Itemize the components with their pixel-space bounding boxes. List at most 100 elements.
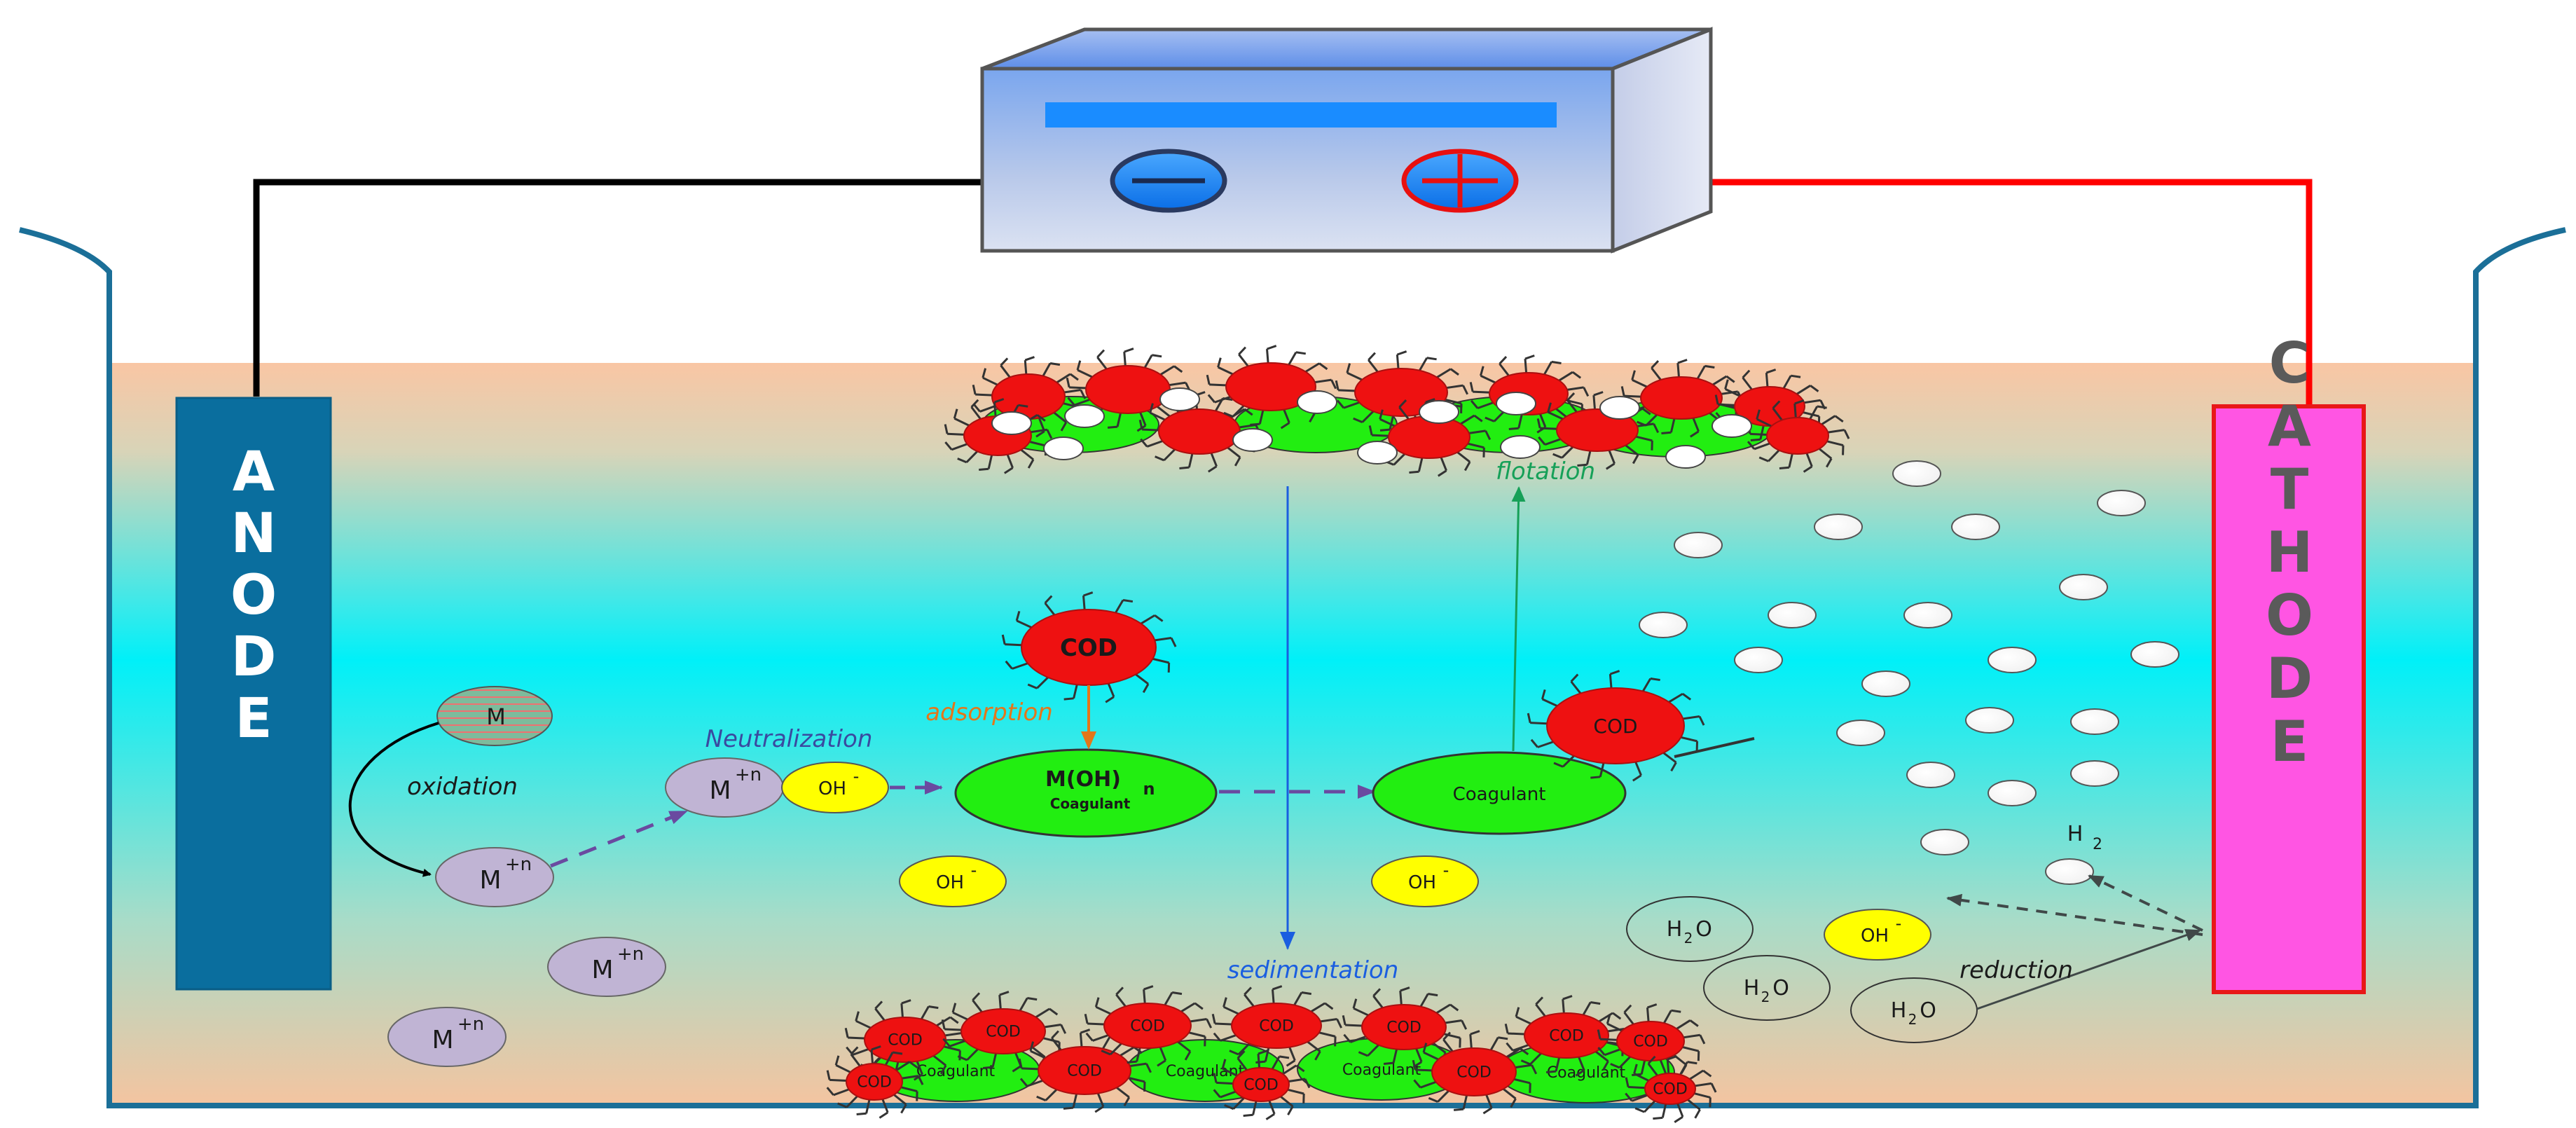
battery-label-strip <box>1045 102 1557 128</box>
svg-text:M(OH): M(OH) <box>1045 767 1121 792</box>
gas-bubble <box>1814 514 1863 540</box>
svg-text:O: O <box>1772 976 1789 1000</box>
hydroxide-ion: OH- <box>781 762 889 813</box>
svg-text:COD: COD <box>888 1032 923 1050</box>
svg-text:OH: OH <box>1861 926 1889 947</box>
svg-text:O: O <box>1695 917 1712 942</box>
svg-text:+n: +n <box>735 764 762 785</box>
svg-text:COD: COD <box>1549 1028 1584 1045</box>
reduction-arrow <box>1976 929 2201 1010</box>
gas-bubble <box>1674 532 1723 558</box>
metal-ion: M+n <box>665 757 784 818</box>
gas-bubble <box>1906 762 1955 788</box>
cod-particle <box>1747 399 1850 473</box>
svg-text:H: H <box>1667 917 1683 942</box>
gas-bubble <box>1297 390 1337 414</box>
svg-text:-: - <box>971 860 977 880</box>
svg-text:2: 2 <box>1761 989 1770 1005</box>
gas-bubble <box>2070 708 2119 735</box>
gas-bubble <box>1496 392 1536 415</box>
positive-wire <box>1516 179 2313 406</box>
svg-text:COD: COD <box>1259 1018 1294 1036</box>
gas-bubble <box>1419 400 1459 424</box>
gas-bubble <box>1903 602 1952 628</box>
svg-text:COD: COD <box>1060 634 1117 662</box>
oxidation-label: oxidation <box>407 773 518 801</box>
gas-bubble <box>1861 670 1910 697</box>
neutralization-label: Neutralization <box>705 725 873 753</box>
svg-text:OH: OH <box>1408 872 1436 893</box>
svg-text:2: 2 <box>1684 930 1693 947</box>
svg-text:H: H <box>1891 998 1907 1023</box>
cod-particle: COD <box>1625 1055 1717 1123</box>
svg-text:H: H <box>1744 976 1760 1000</box>
cod-particle: COD <box>1597 1003 1706 1080</box>
svg-text:-: - <box>1443 860 1449 880</box>
cod-particle: COD <box>1018 1029 1152 1113</box>
metal-ion: M+n <box>435 847 554 907</box>
adsorption-label: adsorption <box>925 699 1053 727</box>
svg-text:+n: +n <box>505 854 532 875</box>
svg-text:M: M <box>591 956 613 984</box>
svg-text:Coagulant: Coagulant <box>1050 795 1131 812</box>
svg-text:Coagulant: Coagulant <box>1342 1061 1421 1079</box>
svg-text:COD: COD <box>1130 1018 1165 1036</box>
cod-particle: COD <box>941 991 1067 1073</box>
cod-particle: COD <box>1504 995 1630 1077</box>
metal-ion: M+n <box>547 937 666 997</box>
svg-text:Coagulant: Coagulant <box>916 1063 996 1080</box>
hydrogen-label: H 2 <box>2067 822 2102 853</box>
svg-text:2: 2 <box>1908 1011 1917 1028</box>
svg-text:+n: +n <box>457 1014 484 1035</box>
hydroxide-ion: OH- <box>899 855 1007 907</box>
cod-tail <box>1674 737 1755 758</box>
svg-text:OH: OH <box>818 778 846 799</box>
svg-text:M: M <box>709 776 731 805</box>
coagulant-floc: Coagulant <box>1372 751 1627 835</box>
gas-bubble <box>1599 396 1640 420</box>
to-hydroxide-dashed-arrow <box>1946 893 2203 936</box>
svg-text:-: - <box>1896 914 1902 933</box>
positive-terminal <box>1401 149 1519 213</box>
ion-migration-arrow <box>550 809 688 868</box>
svg-text:M: M <box>486 703 506 730</box>
gas-bubble <box>1043 436 1084 460</box>
gas-bubble <box>1711 414 1752 438</box>
gas-bubble <box>2070 760 2119 787</box>
flotation-arrow <box>1511 486 1526 752</box>
svg-text:COD: COD <box>1653 1081 1688 1099</box>
svg-text:O: O <box>1920 998 1936 1023</box>
svg-text:n: n <box>1143 779 1155 799</box>
hydroxide-ion: OH- <box>1824 909 1931 961</box>
flotation-label: flotation <box>1496 458 1595 486</box>
cod-particle: COD <box>826 1045 924 1119</box>
svg-text:M: M <box>479 866 501 895</box>
gas-bubble <box>2059 574 2108 600</box>
svg-text:COD: COD <box>1244 1077 1279 1094</box>
gas-bubble <box>2130 641 2179 668</box>
cod-particle: COD <box>1527 670 1705 782</box>
svg-text:Coagulant: Coagulant <box>1166 1063 1245 1080</box>
gas-bubble <box>1064 404 1105 428</box>
gas-bubble <box>1988 780 2037 806</box>
svg-text:COD: COD <box>986 1024 1021 1041</box>
negative-terminal <box>1110 149 1227 213</box>
gas-bubble <box>2045 858 2094 885</box>
gas-bubble <box>1965 707 2014 734</box>
gas-bubble <box>1665 445 1706 469</box>
oxidation-arrow <box>348 722 439 877</box>
svg-text:H: H <box>2067 822 2083 846</box>
metal-ion: M+n <box>387 1007 507 1067</box>
gas-bubble <box>1836 720 1885 746</box>
negative-wire <box>253 179 1118 397</box>
svg-text:2: 2 <box>2093 836 2102 853</box>
svg-text:M: M <box>432 1026 453 1054</box>
svg-text:COD: COD <box>1386 1019 1421 1037</box>
svg-text:COD: COD <box>1593 715 1637 738</box>
